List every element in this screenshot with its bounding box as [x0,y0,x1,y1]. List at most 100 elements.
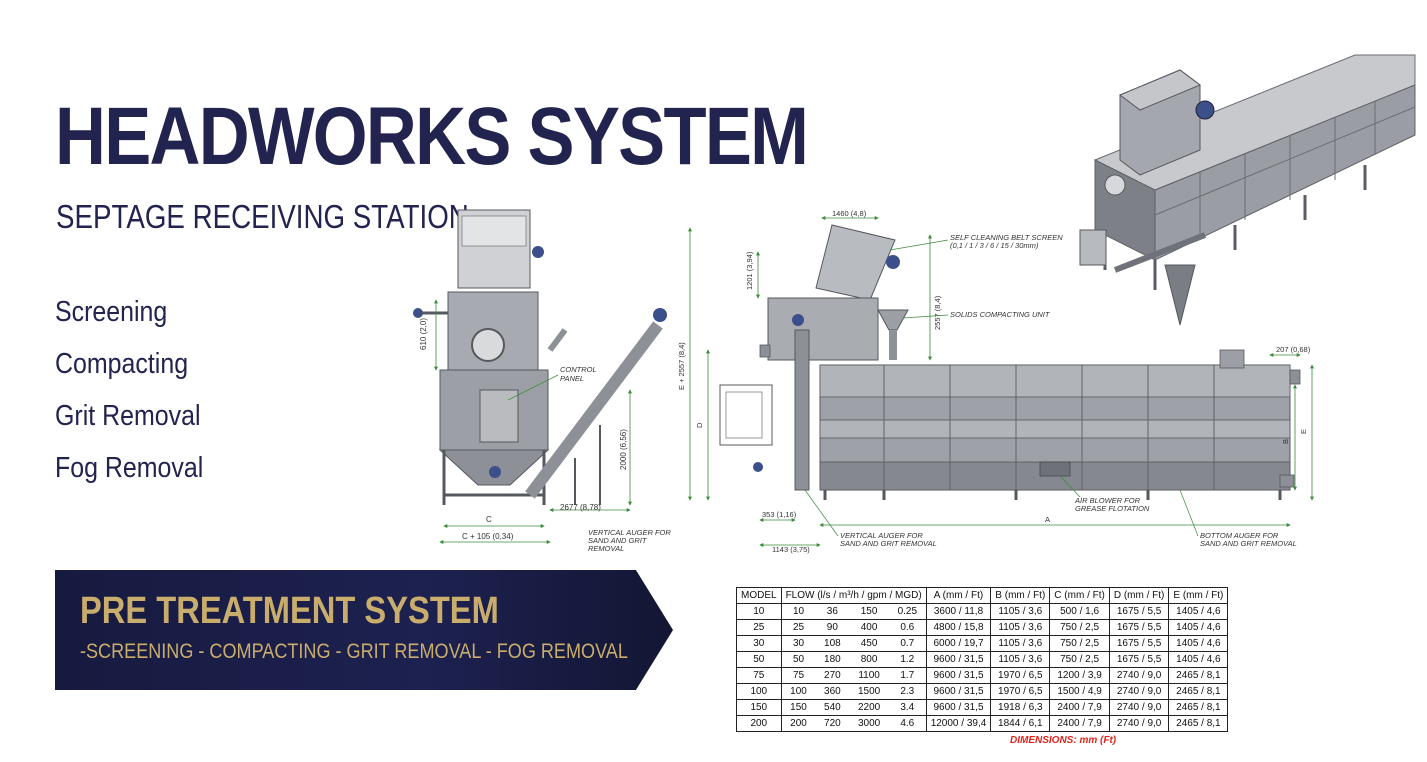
table-cell: 6000 / 19,7 [925,635,992,652]
table-cell: 25 [736,619,782,636]
table-cell: 3000 [849,715,889,732]
table-cell: 75 [780,667,816,684]
table-cell: 1.7 [888,667,927,684]
table-cell: 9600 / 31,5 [925,651,992,668]
table-cell: 10 [780,603,816,620]
label-control-panel: CONTROL [560,365,597,374]
svg-text:(0,1 / 1 / 3 / 6 / 15 / 30mm): (0,1 / 1 / 3 / 6 / 15 / 30mm) [950,241,1039,250]
feature-item: Fog Removal [55,452,204,484]
dim-1201: 1201 (3,94) [745,251,754,290]
table-cell: 9600 / 31,5 [925,699,992,716]
dim-c105: C + 105 (0,34) [462,532,514,541]
table-header-row: MODEL FLOW (l/s / m³/h / gpm / MGD) A (m… [736,587,1229,604]
spec-table: MODEL FLOW (l/s / m³/h / gpm / MGD) A (m… [736,587,1229,732]
table-cell: 2740 / 9,0 [1108,699,1170,716]
table-cell: 3.4 [888,699,927,716]
svg-text:GREASE FLOTATION: GREASE FLOTATION [1075,504,1150,513]
table-cell: 1.2 [888,651,927,668]
table-cell: 50 [780,651,816,668]
table-cell: 100 [780,683,816,700]
feature-list: Screening Compacting Grit Removal Fog Re… [55,286,227,494]
table-cell: 4800 / 15,8 [925,619,992,636]
pretreatment-banner [55,570,673,690]
table-cell: 1200 / 3,9 [1049,667,1110,684]
svg-text:SAND AND GRIT: SAND AND GRIT [588,536,648,545]
table-cell: 1675 / 5,5 [1108,603,1170,620]
table-cell: 2465 / 8,1 [1168,667,1229,684]
table-cell: 360 [815,683,850,700]
table-cell: 1970 / 6,5 [990,667,1051,684]
svg-text:SAND AND GRIT REMOVAL: SAND AND GRIT REMOVAL [840,539,937,548]
label-air-blower: AIR BLOWER FOR [1074,496,1141,505]
col-header: FLOW (l/s / m³/h / gpm / MGD) [780,587,927,604]
table-cell: 1500 [849,683,889,700]
dim-1460: 1460 (4,8) [832,209,867,218]
table-cell: 200 [780,715,816,732]
table-cell: 2465 / 8,1 [1168,715,1229,732]
table-cell: 2200 [849,699,889,716]
elevation-view: 1460 (4,8) 1201 (3,94) 2557 (8,4) E + 25… [677,209,1314,554]
table-cell: 2400 / 7,9 [1049,715,1110,732]
table-cell: 150 [736,699,782,716]
table-cell: 30 [736,635,782,652]
table-cell: 200 [736,715,782,732]
table-cell: 450 [849,635,889,652]
dim-1143: 1143 (3,75) [772,545,810,554]
dim-2677: 2677 (8,78) [560,503,601,512]
table-cell: 3600 / 11,8 [925,603,992,620]
table-cell: 10 [736,603,782,620]
table-cell: 270 [815,667,850,684]
dimensions-note: DIMENSIONS: mm (Ft) [1010,735,1117,746]
table-cell: 400 [849,619,889,636]
table-cell: 2740 / 9,0 [1108,683,1170,700]
table-cell: 9600 / 31,5 [925,683,992,700]
table-cell: 1844 / 6,1 [990,715,1051,732]
table-cell: 1105 / 3,6 [990,603,1051,620]
dim-2557: 2557 (8,4) [933,295,942,330]
page-subtitle: SEPTAGE RECEIVING STATION [56,198,469,235]
table-cell: 1105 / 3,6 [990,651,1051,668]
table-cell: 750 / 2,5 [1049,619,1110,636]
table-cell: 0.6 [888,619,927,636]
table-cell: 2740 / 9,0 [1108,667,1170,684]
label-bottom-auger: BOTTOM AUGER FOR [1200,531,1279,540]
table-cell: 1405 / 4,6 [1168,651,1229,668]
banner-subtitle: -SCREENING - COMPACTING - GRIT REMOVAL -… [80,640,628,663]
feature-item: Screening [55,296,168,328]
table-cell: 1105 / 3,6 [990,619,1051,636]
table-cell: 150 [780,699,816,716]
dim-610: 610 (2,0) [419,318,428,350]
page-title: HEADWORKS SYSTEM [55,91,809,182]
col-header: MODEL [736,587,782,604]
table-cell: 150 [849,603,889,620]
table-cell: 1918 / 6,3 [990,699,1051,716]
dim-d: D [695,422,704,428]
table-cell: 1500 / 4,9 [1049,683,1110,700]
table-cell: 1675 / 5,5 [1108,619,1170,636]
table-cell: 0.25 [888,603,927,620]
dim-c: C [486,515,492,524]
table-cell: 108 [815,635,850,652]
col-header: A (mm / Ft) [925,587,992,604]
table-cell: 1970 / 6,5 [990,683,1051,700]
dim-b: B [1281,439,1290,444]
table-cell: 25 [780,619,816,636]
table-cell: 30 [780,635,816,652]
table-cell: 4.6 [888,715,927,732]
table-cell: 1405 / 4,6 [1168,619,1229,636]
table-cell: 1405 / 4,6 [1168,603,1229,620]
dim-a: A [1045,515,1050,524]
table-cell: 540 [815,699,850,716]
dim-353: 353 (1,16) [762,510,797,519]
table-cell: 90 [815,619,850,636]
feature-item: Compacting [55,348,189,380]
table-cell: 1100 [849,667,889,684]
dim-2000: 2000 (6,56) [619,429,628,470]
